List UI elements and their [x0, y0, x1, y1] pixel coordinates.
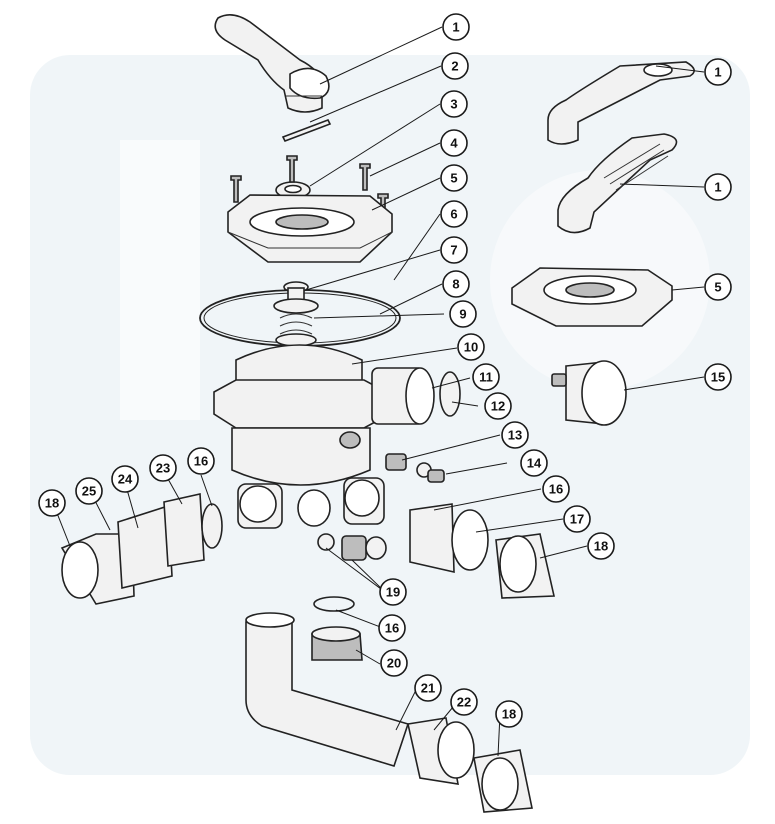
- callout-label: 24: [118, 472, 133, 487]
- callout-3: 3: [440, 90, 468, 118]
- union-left: [60, 493, 223, 605]
- callout-label: 5: [714, 280, 721, 295]
- union-right: [409, 503, 555, 599]
- spring-assembly: [273, 281, 319, 347]
- pipe-elbow: [245, 612, 533, 813]
- callout-label: 18: [594, 539, 608, 554]
- callout-5-right: 5: [704, 273, 732, 301]
- callout-16-bottom: 16: [378, 614, 406, 642]
- callout-label: 17: [570, 512, 584, 527]
- callout-label: 19: [386, 585, 400, 600]
- nut-20: [311, 626, 363, 661]
- callout-21: 21: [414, 674, 442, 702]
- callout-17: 17: [563, 505, 591, 533]
- pin: [281, 118, 332, 143]
- callout-12: 12: [484, 392, 512, 420]
- callout-9: 9: [449, 300, 477, 328]
- callout-label: 15: [711, 370, 725, 385]
- callout-7: 7: [440, 236, 468, 264]
- callout-18-right: 18: [587, 532, 615, 560]
- callout-14: 14: [520, 449, 548, 477]
- handle-right-1: [547, 61, 695, 145]
- callout-23: 23: [149, 454, 177, 482]
- callout-label: 4: [450, 136, 458, 151]
- callout-16-right: 16: [542, 475, 570, 503]
- callout-18-bottom: 18: [495, 700, 523, 728]
- callout-1-right-a: 1: [704, 58, 732, 86]
- callout-label: 16: [549, 482, 563, 497]
- handle-top: [214, 14, 330, 113]
- leader-lines: [52, 26, 705, 757]
- callout-19: 19: [379, 578, 407, 606]
- bottom-ports: [237, 477, 385, 529]
- callout-15: 15: [704, 363, 732, 391]
- small-union-19: [317, 533, 387, 561]
- callout-label: 18: [45, 496, 59, 511]
- callout-20: 20: [380, 649, 408, 677]
- callout-label: 7: [450, 243, 457, 258]
- callout-label: 21: [421, 681, 435, 696]
- callout-label: 3: [450, 97, 457, 112]
- callout-label: 1: [714, 180, 721, 195]
- callout-label: 1: [452, 20, 459, 35]
- gauge: [551, 360, 627, 426]
- callout-label: 11: [479, 370, 493, 385]
- callout-5-center: 5: [440, 164, 468, 192]
- callout-label: 5: [450, 171, 457, 186]
- side-port: [371, 367, 461, 425]
- callout-1-top: 1: [442, 13, 470, 41]
- callout-4: 4: [440, 129, 468, 157]
- callout-label: 14: [527, 456, 542, 471]
- callout-label: 16: [194, 454, 208, 469]
- callout-label: 2: [451, 59, 458, 74]
- callout-label: 23: [156, 461, 170, 476]
- callout-label: 18: [502, 707, 516, 722]
- callout-1-right-b: 1: [704, 173, 732, 201]
- callout-18-left: 18: [38, 489, 66, 517]
- callout-label: 16: [385, 621, 399, 636]
- callout-10: 10: [457, 333, 485, 361]
- callout-label: 1: [714, 65, 721, 80]
- valve-body: [213, 344, 391, 486]
- callout-8: 8: [442, 270, 470, 298]
- callout-6: 6: [440, 200, 468, 228]
- handle-right-2: [557, 133, 678, 234]
- callout-label: 13: [508, 428, 522, 443]
- callout-16-left: 16: [187, 447, 215, 475]
- cover-center: [227, 194, 393, 263]
- callout-label: 12: [491, 399, 505, 414]
- callout-label: 6: [450, 207, 457, 222]
- callout-11: 11: [472, 363, 500, 391]
- callout-2: 2: [441, 52, 469, 80]
- cover-right: [511, 267, 673, 327]
- o-ring-small: [313, 596, 355, 612]
- callout-label: 10: [464, 340, 478, 355]
- callout-label: 20: [387, 656, 401, 671]
- callout-label: 9: [459, 307, 466, 322]
- callout-25: 25: [75, 477, 103, 505]
- callout-22: 22: [450, 688, 478, 716]
- callout-24: 24: [111, 465, 139, 493]
- callout-label: 25: [82, 484, 96, 499]
- callout-label: 22: [457, 695, 471, 710]
- callout-label: 8: [452, 277, 459, 292]
- callout-13: 13: [501, 421, 529, 449]
- small-fittings: [385, 453, 445, 483]
